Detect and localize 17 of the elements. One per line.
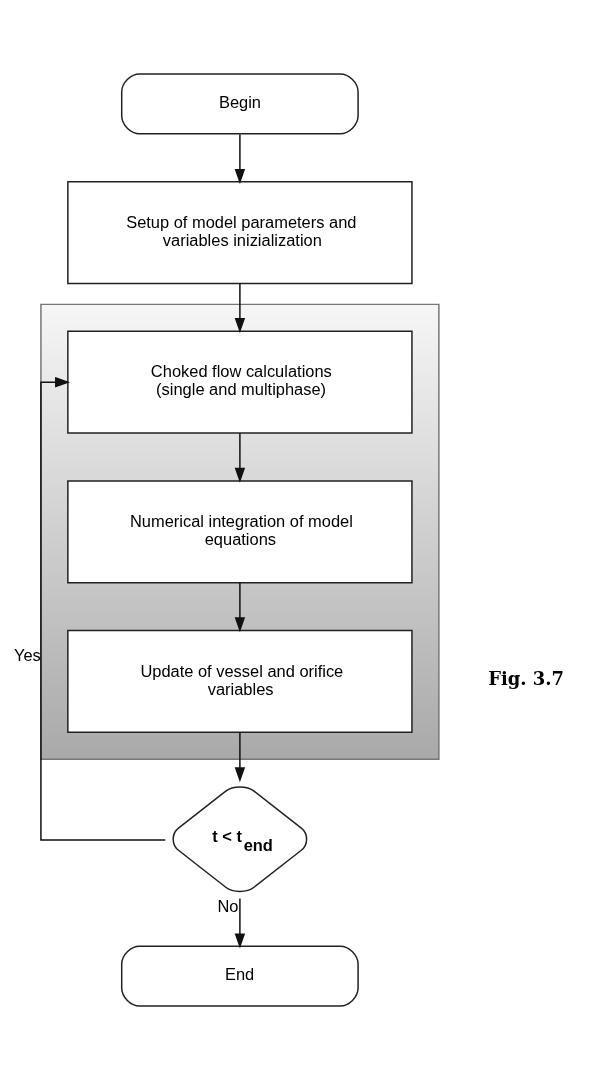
node-box: Update of vessel and orifice variables [67, 629, 413, 733]
node-box: Choked flow calculations (single and multiphase) [67, 330, 413, 434]
edge-label: Yes [14, 645, 41, 664]
arrow [234, 731, 246, 782]
arrow [234, 432, 246, 483]
arrow [234, 282, 246, 333]
node-box: Begin [120, 72, 359, 135]
edge-label: No [217, 896, 239, 915]
label: Fig. 3.7 [488, 667, 565, 689]
arrow [40, 376, 166, 841]
arrow [234, 133, 246, 184]
node-box: Numerical integration of model equations [67, 479, 413, 583]
node-box: Setup of model parameters and variables inizialization [67, 180, 413, 284]
cluster [40, 303, 440, 760]
node-box: End [120, 944, 359, 1007]
arrow [234, 581, 246, 632]
arrow [234, 897, 246, 948]
